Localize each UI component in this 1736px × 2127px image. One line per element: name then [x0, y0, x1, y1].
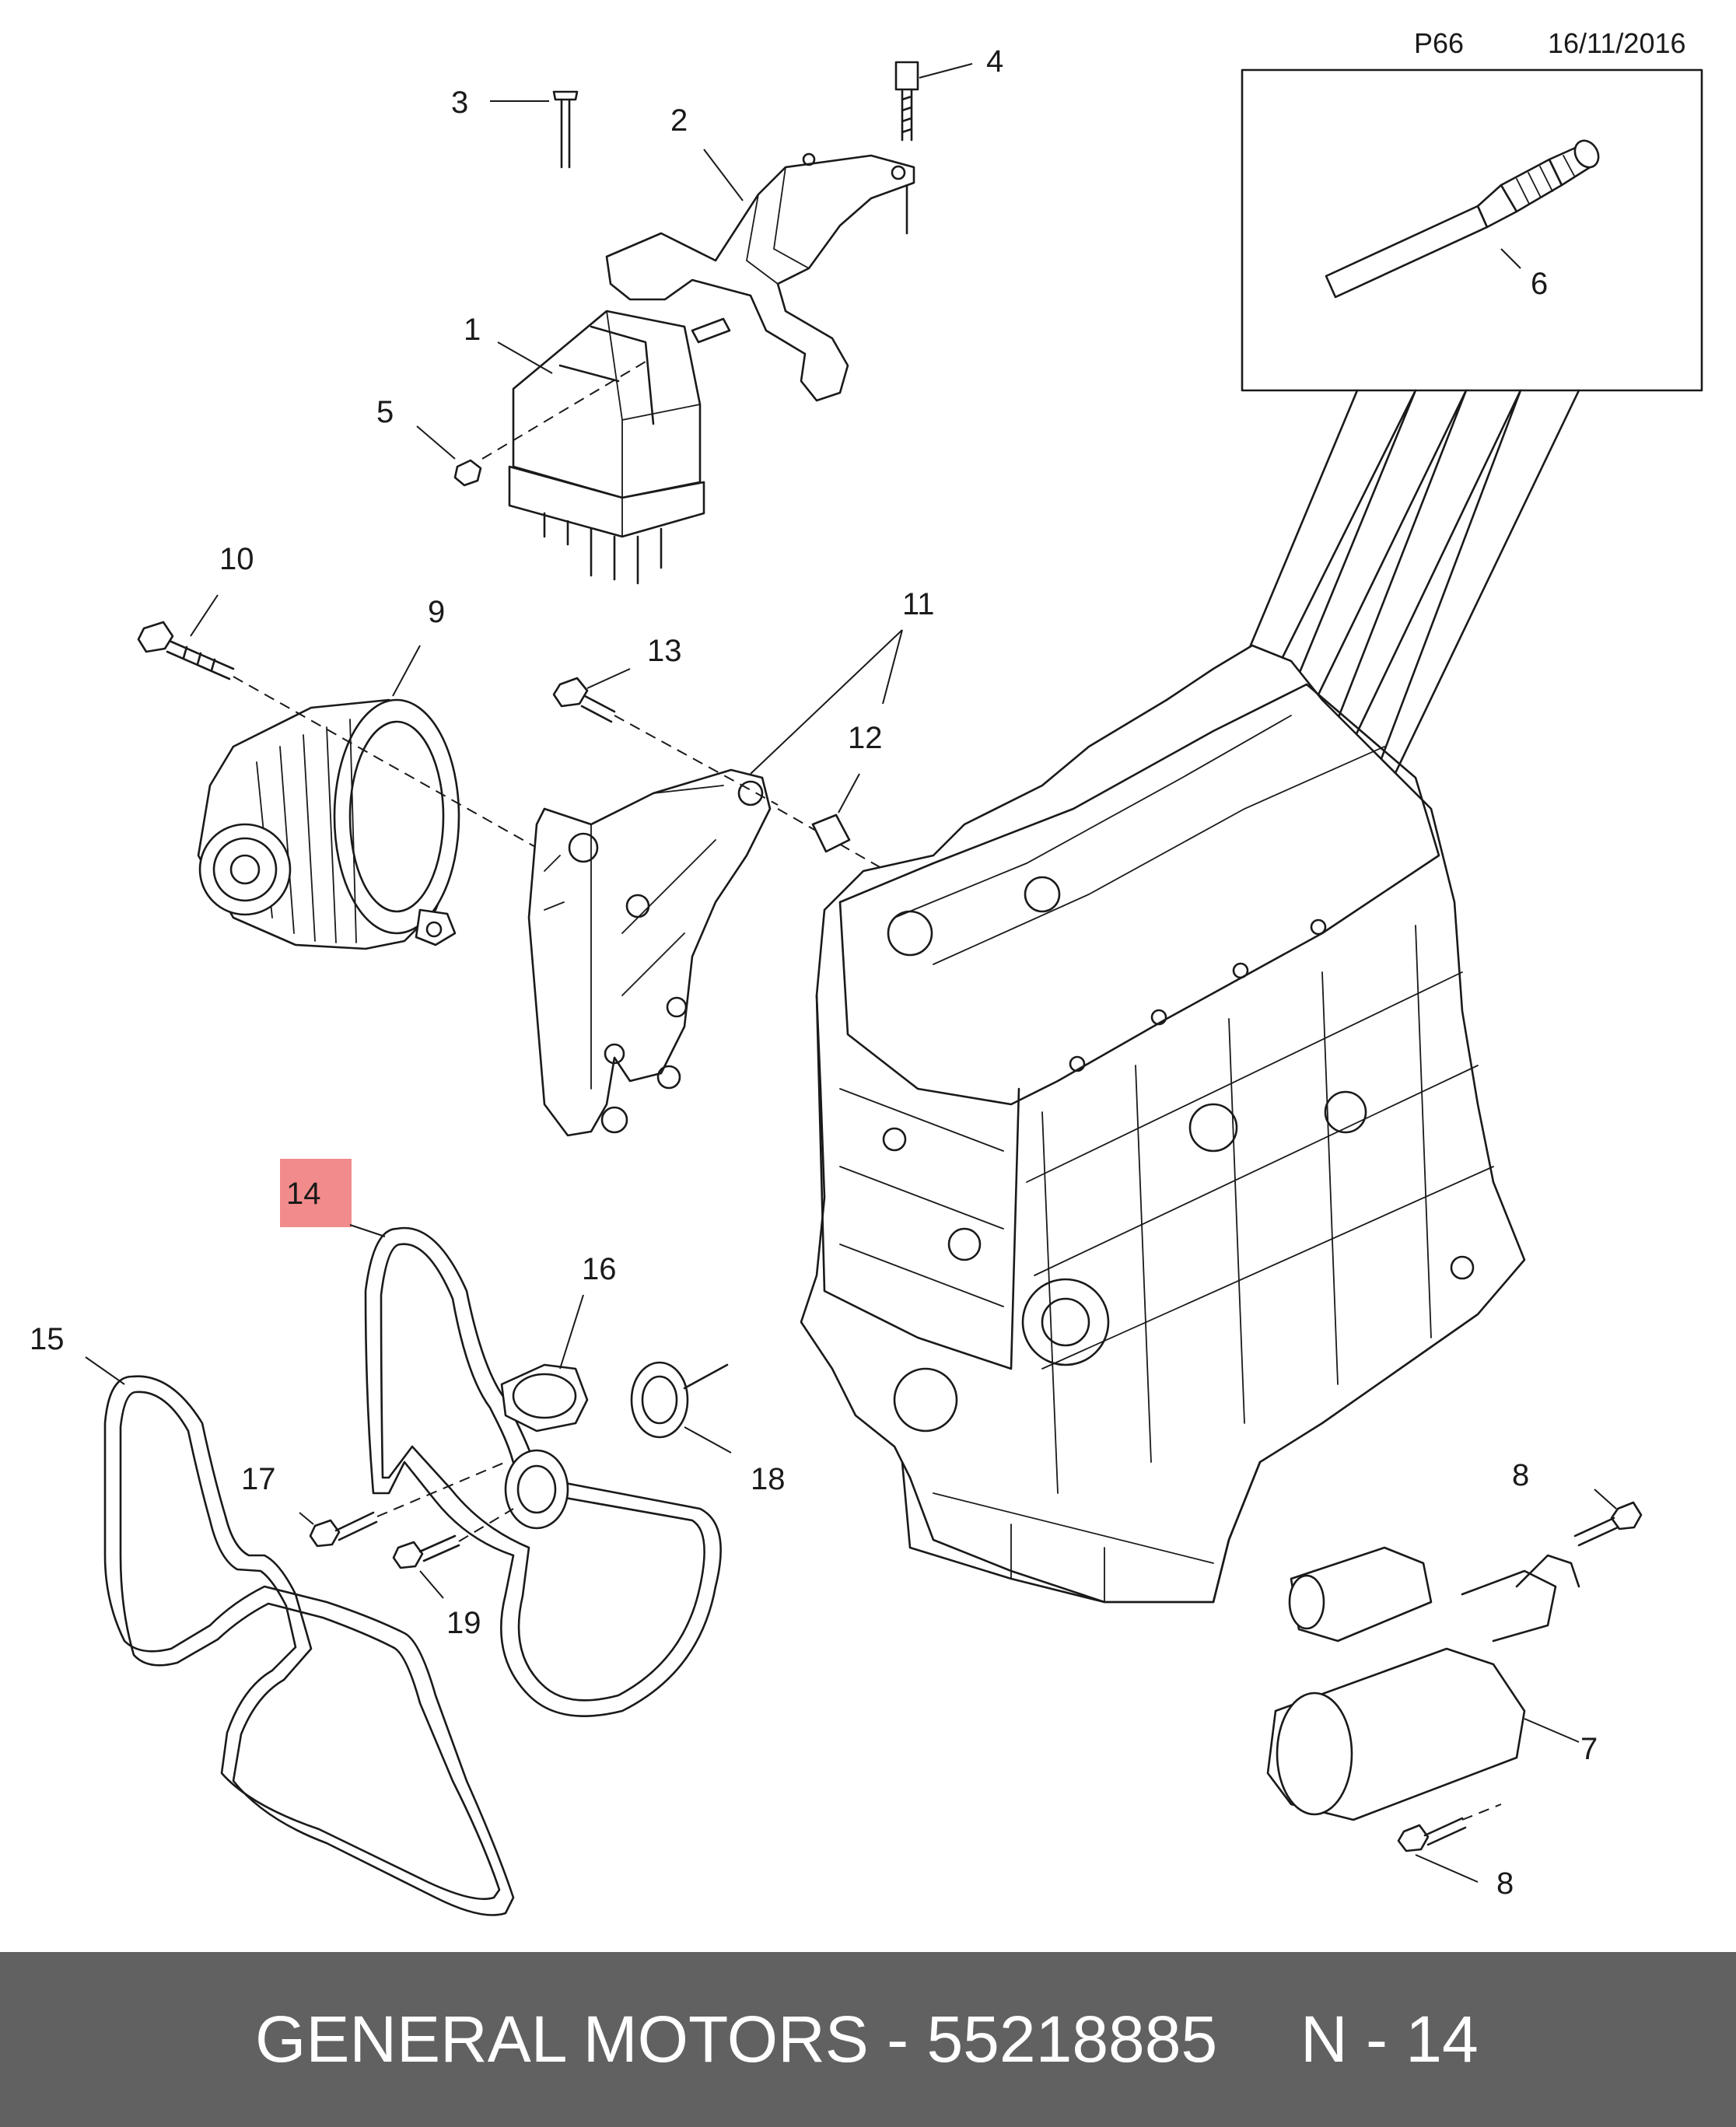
- brand-part-number: GENERAL MOTORS - 55218885: [255, 2003, 1218, 2076]
- callout-6: 6: [1531, 267, 1548, 301]
- callout-10: 10: [219, 542, 254, 576]
- callout-9: 9: [428, 595, 445, 629]
- callout-16: 16: [582, 1252, 617, 1286]
- starter-motor-group: 7 8 8: [1266, 1458, 1643, 1901]
- callout-11: 11: [902, 587, 935, 621]
- callout-14-highlight: [280, 1159, 352, 1227]
- callout-19: 19: [446, 1606, 481, 1640]
- alternator-bracket-group: 12 13 11: [527, 587, 935, 1137]
- relay-body: [512, 310, 702, 499]
- exploded-view-drawing: P66 16/11/2016 6 4 3: [30, 27, 1703, 1916]
- footer-bar: GENERAL MOTORS - 55218885 N - 14: [0, 1952, 1736, 2127]
- callout-1: 1: [464, 313, 481, 347]
- callout-5: 5: [376, 395, 394, 429]
- callout-2: 2: [670, 103, 688, 138]
- engine-outline: [800, 644, 1526, 1604]
- date-label: 16/11/2016: [1548, 27, 1686, 59]
- reference-number: N - 14: [1300, 2003, 1479, 2076]
- relay-bracket-group: 4 3 2 1 5: [376, 44, 1003, 585]
- inset-frame: [1241, 68, 1703, 392]
- page-code-label: P66: [1414, 27, 1464, 59]
- callout-17: 17: [241, 1462, 276, 1496]
- callout-8-upper: 8: [1512, 1458, 1529, 1492]
- engine-block: [800, 644, 1526, 1604]
- callout-12: 12: [848, 721, 883, 755]
- alternator-group: 9 10: [137, 542, 537, 950]
- callout-14: 14: [286, 1177, 321, 1211]
- callout-7: 7: [1580, 1732, 1598, 1766]
- tensioner-group: 16 18 17 19: [241, 1252, 786, 1640]
- callout-3: 3: [451, 86, 468, 120]
- alternator-bracket: [527, 768, 772, 1137]
- glow-plug-drawing: [1325, 139, 1600, 299]
- belt-14-group: 14: [280, 1159, 722, 1717]
- callout-18: 18: [751, 1462, 786, 1496]
- callout-4: 4: [986, 44, 1003, 79]
- mounting-bracket: [605, 154, 915, 402]
- callout-15: 15: [30, 1322, 65, 1356]
- tensioner: [500, 1363, 589, 1433]
- callout-13: 13: [647, 634, 682, 668]
- callout-8-lower: 8: [1496, 1866, 1514, 1901]
- belt-15-group: 15: [30, 1322, 515, 1916]
